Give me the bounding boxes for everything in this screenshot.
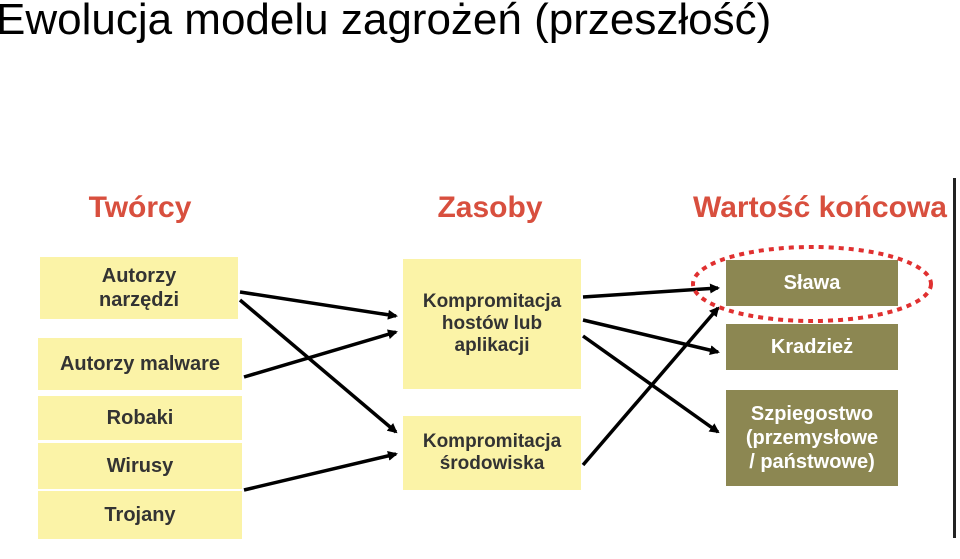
value-box-fame: Sława xyxy=(726,260,898,306)
page-title: Ewolucja modelu zagrożeń (przeszłość) xyxy=(0,0,772,44)
creator-box-tool-authors: Autorzy narzędzi xyxy=(40,257,238,319)
value-box-espionage: Szpiegostwo (przemysłowe / państwowe) xyxy=(726,390,898,486)
header-value: Wartość końcowa xyxy=(693,191,947,224)
arrow-trojans-to-env xyxy=(243,450,398,492)
creator-box-worms: Robaki xyxy=(38,396,242,440)
value-box-theft: Kradzież xyxy=(726,324,898,370)
creator-box-malware-authors: Autorzy malware xyxy=(38,338,242,390)
arrow-env-to-fame xyxy=(581,306,720,467)
arrow-host-to-theft xyxy=(582,318,720,356)
arrow-tool-authors-to-env xyxy=(238,298,398,434)
arrow-host-to-fame xyxy=(582,283,720,299)
creator-box-trojans: Trojany xyxy=(38,491,242,539)
arrow-host-to-espionage xyxy=(581,334,720,434)
creator-box-viruses: Wirusy xyxy=(38,443,242,489)
asset-box-environment-compromise: Kompromitacja środowiska xyxy=(403,416,581,490)
arrow-tool-authors-to-host xyxy=(239,290,398,320)
arrow-malware-to-host xyxy=(243,329,398,379)
asset-box-host-compromise: Kompromitacja hostów lub aplikacji xyxy=(403,259,581,389)
header-assets: Zasoby xyxy=(437,191,543,224)
header-creators: Twórcy xyxy=(88,191,192,224)
side-rule-divider xyxy=(953,178,956,538)
